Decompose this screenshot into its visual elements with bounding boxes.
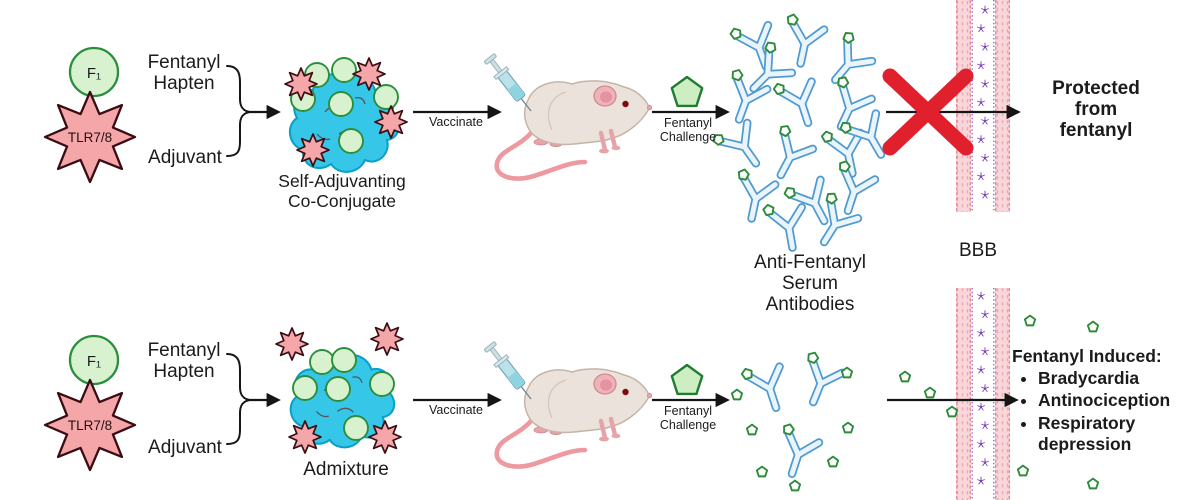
free-fentanyl-pentagon-icon xyxy=(755,465,769,478)
free-fentanyl-pentagon-icon xyxy=(730,388,744,401)
admixture-label: Admixture xyxy=(303,459,389,480)
merge-brace xyxy=(226,353,251,445)
antibody-icon xyxy=(771,423,822,479)
antibody-field xyxy=(711,13,895,251)
antibody-icon xyxy=(711,116,769,176)
label-line: fentanyl xyxy=(1059,120,1133,141)
fentanyl-induced-title: Fentanyl Induced: xyxy=(1012,346,1162,366)
label-line: Hapten xyxy=(153,361,215,382)
free-fentanyl-pentagon-icon xyxy=(826,455,840,468)
hapten-circle-label: F₁ xyxy=(87,65,101,82)
free-fentanyl-pentagon-icon xyxy=(945,405,959,418)
label-line: Protected xyxy=(1052,78,1140,99)
induced-bullet: Antinociception xyxy=(1038,390,1196,411)
antibody-icon xyxy=(773,74,824,130)
label-line: Fentanyl xyxy=(664,116,712,130)
fentanyl-pentagon-icon xyxy=(670,363,704,396)
adjuvant-label: Adjuvant xyxy=(148,437,222,458)
blocked-x-mark-icon xyxy=(882,68,974,156)
fentanyl-induced-list: Bradycardia Antinociception Respiratory … xyxy=(1012,368,1196,455)
hapten-circle-icon xyxy=(68,46,120,98)
induced-bullet: Respiratory depression xyxy=(1038,413,1196,456)
label-line: Challenge xyxy=(659,418,717,432)
antibody-icon xyxy=(761,124,816,183)
label-line: Fentanyl xyxy=(147,52,221,73)
merge-brace xyxy=(226,65,251,157)
antibody-icon xyxy=(763,199,809,251)
co-conjugate-label: Self-Adjuvanting Co-Conjugate xyxy=(278,171,405,211)
protected-outcome-label: Protected from fentanyl xyxy=(1052,78,1140,141)
hapten-circle-label: F₁ xyxy=(87,353,101,370)
label-line: Self-Adjuvanting xyxy=(278,171,406,191)
label-line: Anti-Fentanyl xyxy=(754,252,866,273)
free-fentanyl-pentagon-icon xyxy=(1016,464,1030,477)
free-fentanyl-pentagon-icon xyxy=(1023,314,1037,327)
induced-bullet: Bradycardia xyxy=(1038,368,1196,389)
adjuvant-label: Adjuvant xyxy=(148,147,222,168)
fentanyl-induced-panel: Fentanyl Induced: Bradycardia Antinocice… xyxy=(1012,346,1196,457)
free-fentanyl-pentagon-icon xyxy=(1086,320,1100,333)
vaccinate-label: Vaccinate xyxy=(429,403,483,417)
bbb-membrane xyxy=(956,288,1010,500)
hapten-label: Fentanyl Hapten xyxy=(148,340,221,382)
vaccinate-label: Vaccinate xyxy=(429,115,483,129)
co-conjugate-cluster-icon xyxy=(284,57,408,173)
label-line: Co-Conjugate xyxy=(288,191,396,211)
adjuvant-star-label: TLR7/8 xyxy=(68,130,112,145)
free-fentanyl-pentagon-icon xyxy=(898,370,912,383)
hapten-circle-icon xyxy=(68,334,120,386)
challenge-label: Fentanyl Challenge xyxy=(660,116,716,144)
admixture-cluster-icon xyxy=(275,322,404,454)
challenge-label: Fentanyl Challenge xyxy=(660,404,716,432)
antibody-icon xyxy=(741,359,792,415)
free-fentanyl-pentagon-icon xyxy=(841,421,855,434)
label-line: Serum xyxy=(782,273,838,294)
fentanyl-pentagon-icon xyxy=(670,75,704,108)
serum-antibodies-label: Anti-Fentanyl Serum Antibodies xyxy=(754,252,866,315)
antibody-icon xyxy=(779,13,826,66)
bbb-label: BBB xyxy=(958,240,998,261)
label-line: Fentanyl xyxy=(147,340,221,361)
free-fentanyl-pentagon-icon xyxy=(923,386,937,399)
bbb-membrane xyxy=(956,0,1010,212)
free-fentanyl-pentagon-icon xyxy=(840,366,854,379)
free-fentanyl-pentagon-icon xyxy=(745,423,759,436)
label-line: Fentanyl xyxy=(664,404,712,418)
antibody-icon xyxy=(793,351,846,408)
label-line: Challenge xyxy=(659,130,717,144)
label-line: Antibodies xyxy=(765,294,855,315)
free-fentanyl-pentagon-icon xyxy=(1086,477,1100,490)
free-fentanyl-pentagon-icon xyxy=(788,479,802,492)
label-line: from xyxy=(1074,99,1118,120)
label-line: Hapten xyxy=(153,73,215,94)
adjuvant-star-label: TLR7/8 xyxy=(68,418,112,433)
hapten-label: Fentanyl Hapten xyxy=(148,52,221,94)
